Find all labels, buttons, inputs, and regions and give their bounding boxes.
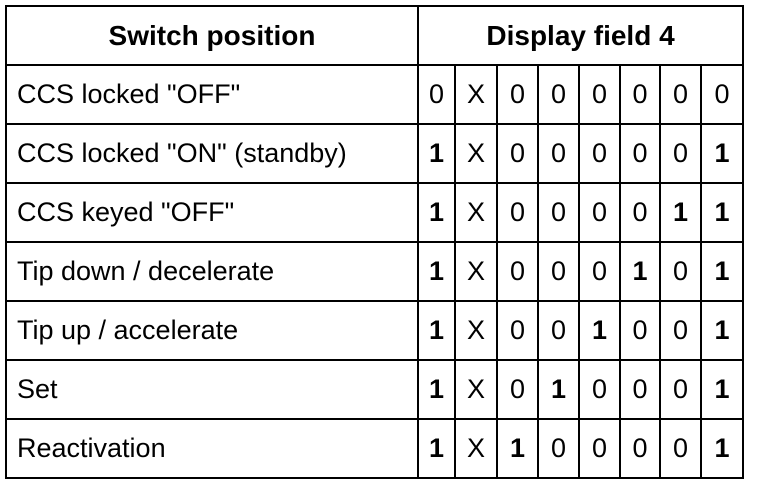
display-bit-cell: X bbox=[454, 300, 498, 361]
display-bit-cell: 0 bbox=[619, 182, 661, 243]
display-bit-cell: X bbox=[454, 241, 498, 302]
display-bit-cell: 0 bbox=[659, 64, 702, 125]
display-bit-cell: X bbox=[454, 64, 498, 125]
display-bit-cell: 0 bbox=[537, 182, 580, 243]
switch-position-label: Tip up / accelerate bbox=[5, 300, 419, 361]
display-bit-cell: 0 bbox=[496, 182, 539, 243]
display-bit-cell: 1 bbox=[699, 182, 745, 243]
display-bit-cell: 0 bbox=[537, 123, 580, 184]
display-bit-cell: 0 bbox=[578, 64, 621, 125]
display-bit-cell: 1 bbox=[417, 418, 456, 479]
display-bit-cell: 0 bbox=[659, 241, 702, 302]
display-bit-cell: 0 bbox=[496, 123, 539, 184]
display-bit-cell: 0 bbox=[578, 359, 621, 420]
display-bit-cell: 1 bbox=[417, 182, 456, 243]
display-bit-cell: 0 bbox=[619, 359, 661, 420]
display-bit-cell: 1 bbox=[417, 241, 456, 302]
display-bit-cell: 1 bbox=[699, 418, 745, 479]
switch-position-label: Reactivation bbox=[5, 418, 419, 479]
display-bit-cell: 1 bbox=[417, 123, 456, 184]
display-bit-cell: 0 bbox=[578, 123, 621, 184]
display-bit-cell: 0 bbox=[496, 64, 539, 125]
switch-position-label: CCS locked "OFF" bbox=[5, 64, 419, 125]
display-bit-cell: 0 bbox=[619, 300, 661, 361]
switch-position-label: CCS locked "ON" (standby) bbox=[5, 123, 419, 184]
switch-position-label: CCS keyed "OFF" bbox=[5, 182, 419, 243]
display-bit-cell: 1 bbox=[417, 359, 456, 420]
display-bit-cell: X bbox=[454, 359, 498, 420]
display-bit-cell: 0 bbox=[537, 64, 580, 125]
display-bit-cell: 0 bbox=[699, 64, 745, 125]
display-bit-cell: 0 bbox=[417, 64, 456, 125]
display-bit-cell: 0 bbox=[659, 418, 702, 479]
display-bit-cell: 0 bbox=[537, 241, 580, 302]
display-bit-cell: 1 bbox=[699, 300, 745, 361]
display-bit-cell: 1 bbox=[578, 300, 621, 361]
display-bit-cell: 1 bbox=[496, 418, 539, 479]
switch-position-header: Switch position bbox=[5, 5, 419, 66]
display-bit-cell: X bbox=[454, 418, 498, 479]
display-bit-cell: 0 bbox=[619, 418, 661, 479]
display-bit-cell: 0 bbox=[537, 300, 580, 361]
display-bit-cell: 0 bbox=[619, 64, 661, 125]
display-bit-cell: 0 bbox=[659, 123, 702, 184]
display-bit-cell: 0 bbox=[496, 359, 539, 420]
display-bit-cell: 1 bbox=[699, 241, 745, 302]
display-bit-cell: 0 bbox=[496, 300, 539, 361]
display-bit-cell: 1 bbox=[619, 241, 661, 302]
display-bit-cell: 1 bbox=[417, 300, 456, 361]
display-bit-cell: 0 bbox=[659, 359, 702, 420]
display-bit-cell: X bbox=[454, 182, 498, 243]
display-bit-cell: 0 bbox=[619, 123, 661, 184]
display-bit-cell: 0 bbox=[496, 241, 539, 302]
display-bit-cell: 0 bbox=[578, 418, 621, 479]
display-bit-cell: 0 bbox=[578, 241, 621, 302]
switch-position-table: Switch position Display field 4 CCS lock… bbox=[5, 5, 745, 479]
display-bit-cell: 1 bbox=[699, 123, 745, 184]
display-bit-cell: 0 bbox=[537, 418, 580, 479]
display-bit-cell: 1 bbox=[659, 182, 702, 243]
header-row: Switch position Display field 4 bbox=[5, 5, 745, 66]
switch-position-label: Tip down / decelerate bbox=[5, 241, 419, 302]
display-bit-cell: X bbox=[454, 123, 498, 184]
display-bit-cell: 0 bbox=[659, 300, 702, 361]
display-bit-cell: 1 bbox=[537, 359, 580, 420]
display-field-header: Display field 4 bbox=[416, 5, 745, 66]
display-bit-cell: 1 bbox=[699, 359, 745, 420]
display-bit-cell: 0 bbox=[578, 182, 621, 243]
switch-position-label: Set bbox=[5, 359, 419, 420]
